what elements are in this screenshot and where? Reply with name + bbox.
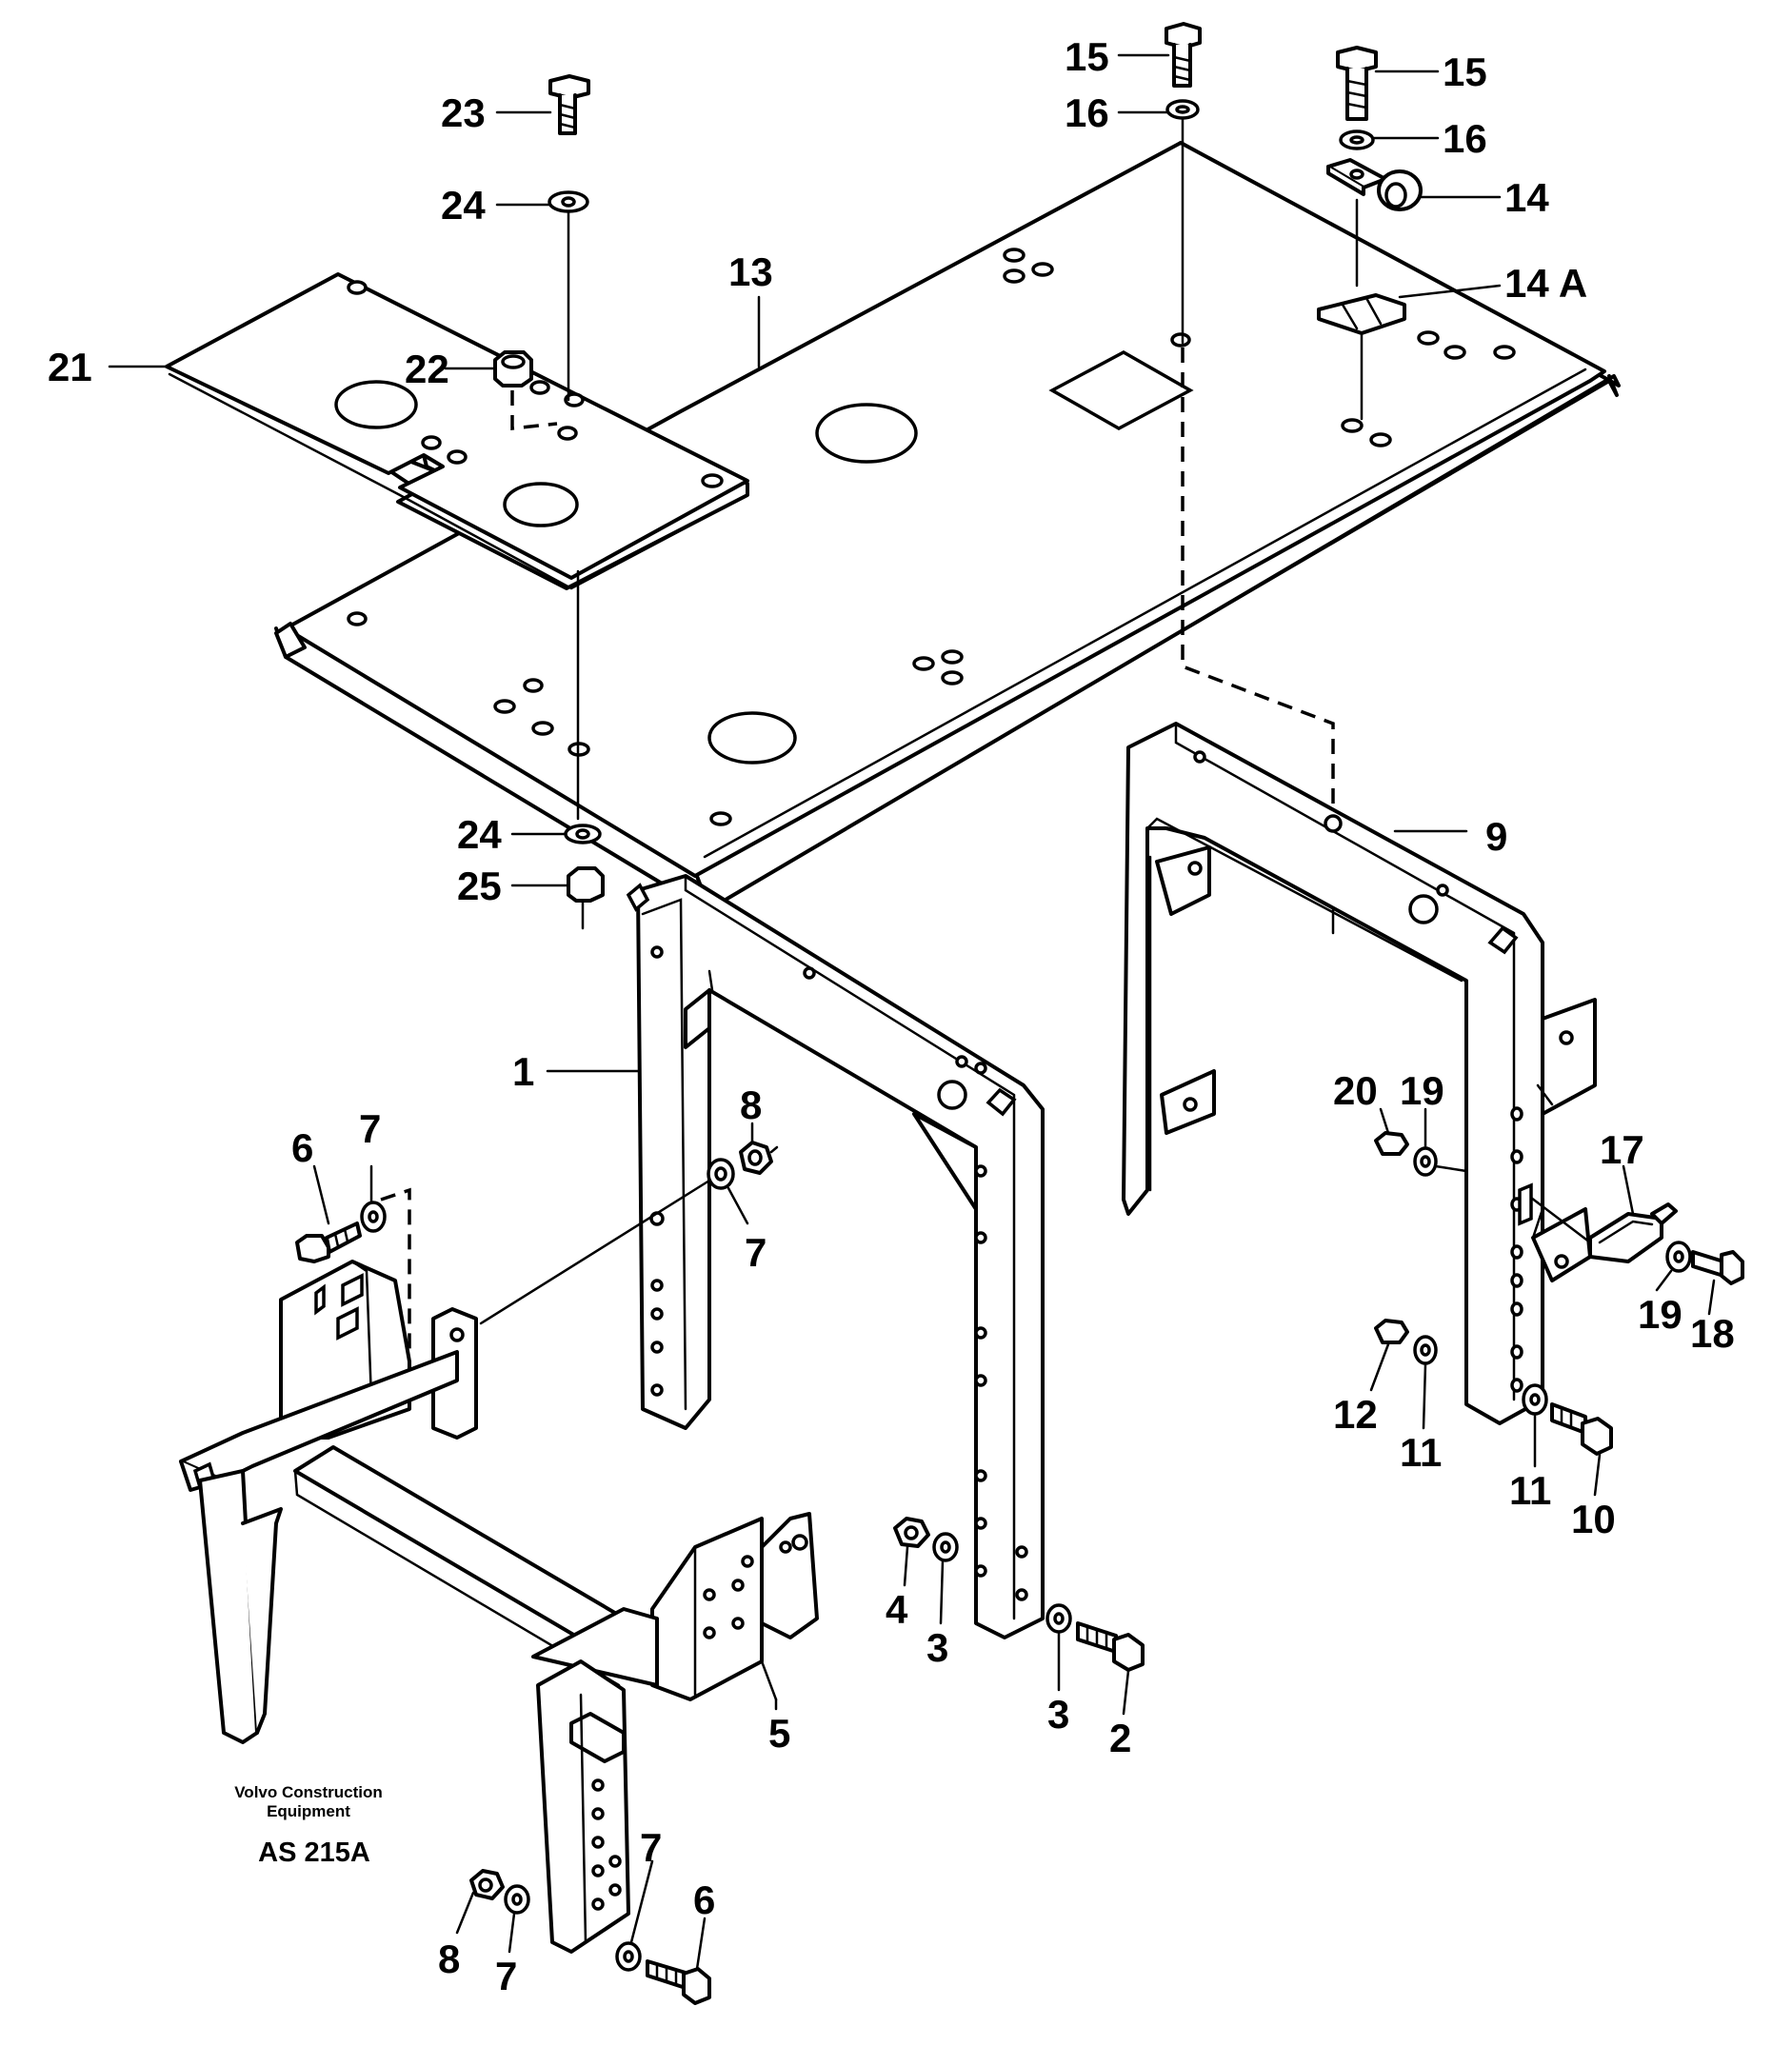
callout-23: 23 [441, 90, 486, 135]
nut-12 [1374, 1319, 1409, 1344]
nut-25 [567, 866, 605, 903]
bolt-15-center [1165, 22, 1202, 88]
brand-line-2: Equipment [267, 1802, 350, 1820]
leader-lines [108, 53, 1716, 1971]
subframe-5 [179, 1260, 819, 1954]
callout-7: 7 [495, 1954, 517, 1998]
callout-15: 15 [1065, 34, 1109, 79]
nut-8-upper [739, 1141, 773, 1175]
bolt-6-upper [295, 1222, 362, 1263]
callout-25: 25 [457, 864, 502, 908]
callout-2: 2 [1109, 1716, 1131, 1760]
bolt-23 [548, 74, 590, 135]
callout-21: 21 [48, 345, 92, 389]
clip-14A [1317, 293, 1406, 335]
callout-7: 7 [745, 1230, 767, 1275]
callout-24: 24 [441, 183, 486, 228]
callout-1: 1 [512, 1049, 534, 1094]
callout-11: 11 [1400, 1430, 1442, 1475]
callout-9: 9 [1485, 814, 1507, 859]
callout-16: 16 [1065, 90, 1109, 135]
bracket-14 [1326, 158, 1423, 211]
nut-20 [1374, 1131, 1409, 1156]
callout-14a: 14 A [1504, 261, 1587, 306]
nut-8-lower [469, 1869, 505, 1900]
nut-4 [893, 1517, 930, 1548]
bolt-15-right [1336, 46, 1378, 121]
bolt-6-lower [646, 1959, 711, 2005]
clip-17 [1529, 1196, 1678, 1263]
brand-line-1: Volvo Construction [234, 1783, 383, 1801]
callout-19: 19 [1400, 1068, 1444, 1113]
drawing-footer: Volvo Construction Equipment AS 215A [234, 1783, 383, 1868]
callout-4: 4 [886, 1587, 908, 1632]
callout-11: 11 [1509, 1468, 1551, 1513]
callout-15: 15 [1443, 50, 1487, 94]
bolt-18 [1691, 1250, 1744, 1285]
callout-8: 8 [438, 1937, 460, 1981]
callout-5: 5 [768, 1711, 790, 1756]
callout-17: 17 [1600, 1127, 1644, 1172]
callout-18: 18 [1690, 1311, 1735, 1356]
callout-10: 10 [1571, 1497, 1616, 1541]
callout-7: 7 [359, 1106, 381, 1151]
callout-6: 6 [291, 1125, 313, 1170]
drawing-code: AS 215A [258, 1838, 370, 1868]
callout-labels: 23 24 21 22 13 15 16 15 16 14 14 A 24 25… [48, 34, 1735, 1998]
floor-plate-13 [274, 141, 1621, 911]
callout-20: 20 [1333, 1068, 1378, 1113]
callout-24: 24 [457, 812, 502, 857]
callout-12: 12 [1333, 1392, 1378, 1437]
callout-22: 22 [405, 347, 449, 391]
callout-16: 16 [1443, 116, 1487, 161]
bolt-10 [1550, 1402, 1613, 1456]
callout-8: 8 [740, 1083, 762, 1127]
callout-6: 6 [693, 1877, 715, 1922]
callout-7: 7 [640, 1825, 662, 1870]
callout-13: 13 [728, 249, 773, 294]
frame-9 [1122, 722, 1597, 1425]
bolt-2 [1076, 1621, 1145, 1672]
cover-plate-21 [165, 272, 749, 590]
callout-19: 19 [1638, 1292, 1682, 1337]
callout-3: 3 [1047, 1692, 1069, 1737]
nut-22 [493, 350, 533, 387]
frame-1 [626, 874, 1045, 1639]
callout-14: 14 [1504, 175, 1549, 220]
callout-3: 3 [926, 1625, 948, 1670]
